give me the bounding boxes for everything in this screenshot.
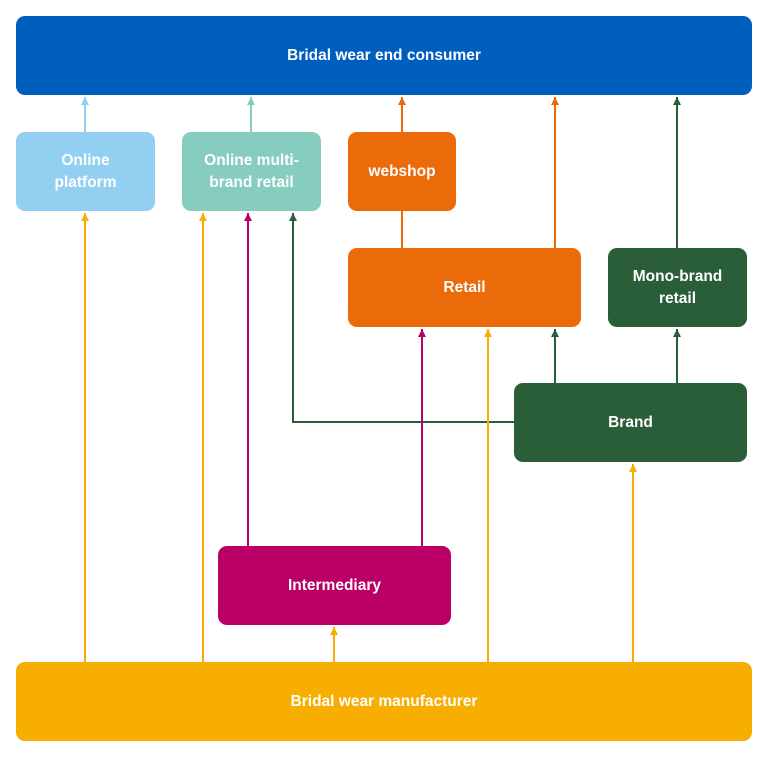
consumer-label: Bridal wear end consumer (287, 46, 481, 64)
connector-manufacturer-to-online-multibrand (199, 213, 207, 662)
arrowhead (484, 329, 492, 337)
connector-intermediary-to-retail (418, 329, 426, 546)
arrowhead (551, 329, 559, 337)
arrowhead (81, 97, 89, 105)
retail-node: Retail (348, 248, 581, 327)
manufacturer-label: Bridal wear manufacturer (290, 692, 478, 710)
arrowhead (247, 97, 255, 105)
retail-label: Retail (443, 278, 486, 296)
mono-brand-retail-node: Mono-brand retail (608, 248, 747, 327)
arrowhead (330, 627, 338, 635)
connector-brand-to-online-multibrand-line (292, 213, 514, 423)
arrowhead (551, 97, 559, 105)
online-platform-label: Online platform (54, 151, 117, 191)
brand-node: Brand (514, 383, 747, 462)
connector-intermediary-to-online-multibrand (244, 213, 252, 546)
connector-manufacturer-to-online-platform (81, 213, 89, 662)
arrowhead (673, 97, 681, 105)
arrowhead (199, 213, 207, 221)
intermediary-node: Intermediary (218, 546, 451, 625)
webshop-node: webshop (348, 132, 456, 211)
connector-retail-to-consumer (551, 97, 559, 248)
connector-brand-to-retail (551, 329, 559, 383)
connector-manufacturer-to-intermediary (330, 627, 338, 662)
arrowhead (418, 329, 426, 337)
arrowhead (398, 97, 406, 105)
webshop-label: webshop (368, 162, 436, 180)
connector-manufacturer-to-retail (484, 329, 492, 662)
manufacturer-node: Bridal wear manufacturer (16, 662, 752, 741)
online-multibrand-retail-node: Online multi- brand retail (182, 132, 321, 211)
online-platform-node: Online platform (16, 132, 155, 211)
arrowhead (244, 213, 252, 221)
connector-brand-to-online-multibrand (289, 213, 514, 423)
connector-webshop-to-consumer (398, 97, 406, 132)
brand-label: Brand (608, 413, 653, 431)
connector-online-multibrand-to-consumer (247, 97, 255, 132)
mono-brand-retail-label: Mono-brand retail (632, 267, 723, 307)
connector-manufacturer-to-brand (629, 464, 637, 662)
consumer-node: Bridal wear end consumer (16, 16, 752, 95)
intermediary-label: Intermediary (287, 576, 382, 594)
connector-brand-to-mono-brand (673, 329, 681, 383)
arrowhead (81, 213, 89, 221)
arrowhead (629, 464, 637, 472)
arrowhead (673, 329, 681, 337)
online-multibrand-retail-label: Online multi- brand retail (204, 151, 299, 191)
arrowhead (289, 213, 297, 221)
connector-mono-brand-to-consumer (673, 97, 681, 248)
